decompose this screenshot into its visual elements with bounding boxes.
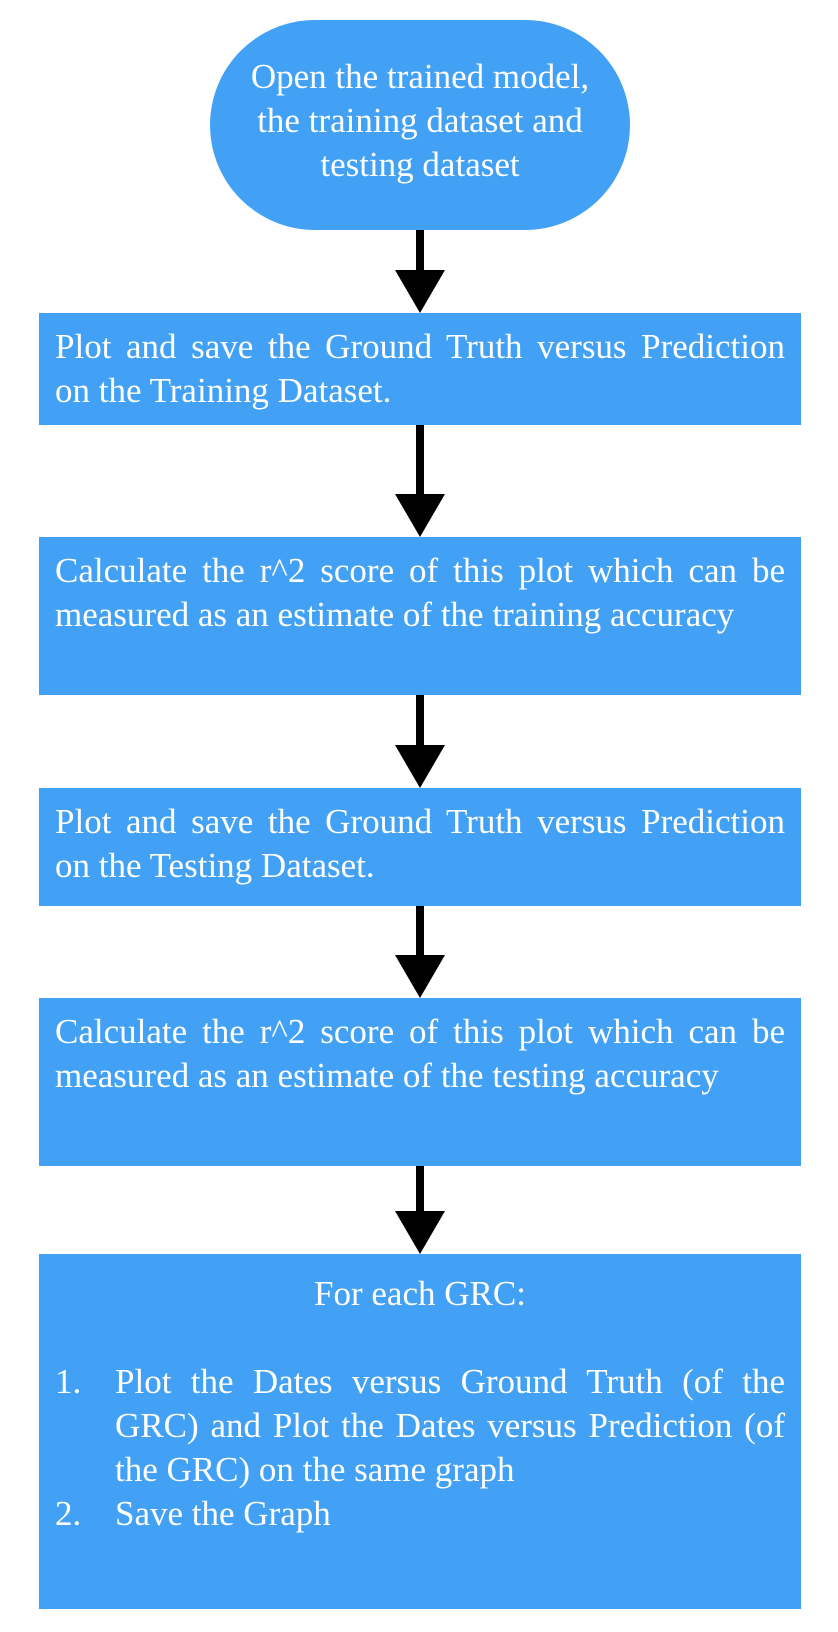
grc-step-item: 2. Save the Graph (55, 1492, 785, 1536)
grc-step-item: 1. Plot the Dates versus Ground Truth (o… (55, 1360, 785, 1492)
start-node: Open the trained model, the training dat… (210, 20, 630, 230)
grc-step-text: Plot the Dates versus Ground Truth (of t… (115, 1362, 785, 1489)
arrow-step3-to-step4 (395, 906, 445, 998)
grc-step-text: Save the Graph (115, 1494, 331, 1533)
step-training-accuracy: Calculate the r^2 score of this plot whi… (39, 537, 801, 695)
grc-step-list: 1. Plot the Dates versus Ground Truth (o… (55, 1360, 785, 1536)
step-for-each-grc: For each GRC: 1. Plot the Dates versus G… (39, 1254, 801, 1609)
step-training-accuracy-text: Calculate the r^2 score of this plot whi… (55, 551, 785, 634)
start-node-text: Open the trained model, the training dat… (250, 57, 590, 184)
arrow-start-to-step1 (395, 230, 445, 313)
step-testing-accuracy-text: Calculate the r^2 score of this plot whi… (55, 1012, 785, 1095)
step-plot-testing: Plot and save the Ground Truth versus Pr… (39, 788, 801, 906)
grc-heading: For each GRC: (314, 1274, 526, 1313)
step-plot-training: Plot and save the Ground Truth versus Pr… (39, 313, 801, 425)
step-plot-testing-text: Plot and save the Ground Truth versus Pr… (55, 802, 785, 885)
step-plot-training-text: Plot and save the Ground Truth versus Pr… (55, 327, 785, 410)
arrow-step1-to-step2 (395, 425, 445, 537)
grc-step-number: 2. (55, 1494, 82, 1533)
arrow-step2-to-step3 (395, 695, 445, 788)
grc-step-number: 1. (55, 1362, 82, 1401)
step-testing-accuracy: Calculate the r^2 score of this plot whi… (39, 998, 801, 1166)
arrow-step4-to-step5 (395, 1166, 445, 1254)
